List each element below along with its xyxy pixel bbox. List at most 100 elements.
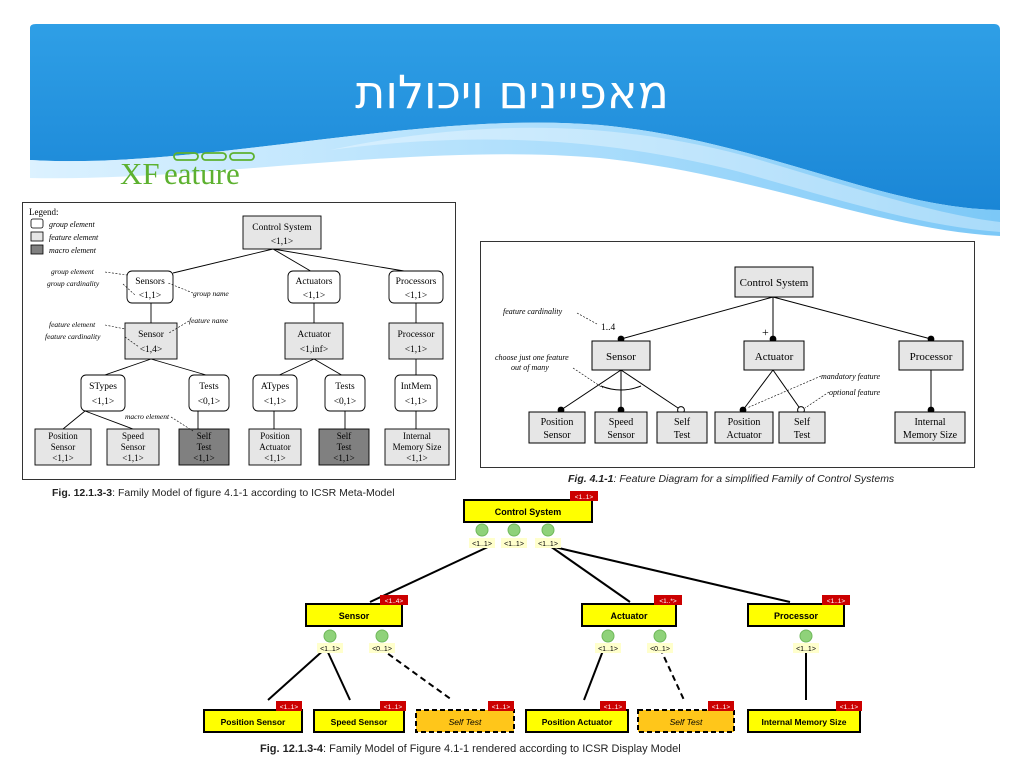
node-processors-card: <1,1> <box>405 291 428 301</box>
node-processor <box>388 322 444 360</box>
caption-bottom-text: : Family Model of Figure 4.1-1 rendered … <box>322 743 681 755</box>
dm-leaf-speed-sensor <box>313 709 405 733</box>
caption-bottom-label: Fig. 12.1.3-4 <box>260 743 323 755</box>
node-processor-card: <1,1> <box>405 345 428 355</box>
slide-title: מאפיינים ויכולות <box>355 65 669 119</box>
meta-model-diagram: Legend: group element feature element ma… <box>29 207 450 466</box>
fd-card-value: 1..4 <box>601 323 616 333</box>
dm-leaf-internal-memory-card: <1..1> <box>840 704 859 711</box>
dm-node-processor-card: <1..1> <box>827 598 846 605</box>
node-stypes <box>80 374 126 412</box>
dm-card-tag <box>380 595 408 605</box>
dm-group-sensor-2: <0..1> <box>372 646 392 653</box>
fd-leaf-speed-sensor <box>594 411 648 444</box>
dm-leaf-self-test-2 <box>637 709 735 733</box>
dm-group-cs-3: <1..1> <box>538 541 558 548</box>
leaf-self-test-1-card: <1,1> <box>193 453 214 463</box>
leaf-position-sensor-l1: Position <box>48 431 78 441</box>
dm-group-processor-1: <1..1> <box>796 646 816 653</box>
leaf-speed-sensor-l1: Speed <box>122 431 144 441</box>
leaf-speed-sensor-l2: Sensor <box>121 442 146 452</box>
fd-leaf-position-actuator-l1: Position <box>728 417 761 428</box>
node-atypes <box>252 374 298 412</box>
annot-group-name: group name <box>193 289 229 298</box>
caption-left: Fig. 12.1.3-3: Family Model of figure 4.… <box>52 487 395 499</box>
node-sensors-card: <1,1> <box>139 291 162 301</box>
dm-leaf-speed-sensor-label: Speed Sensor <box>331 717 388 727</box>
leaf-self-test-2-l1: Self <box>337 431 352 441</box>
node-sensor-label: Sensor <box>138 330 165 340</box>
node-processors-label: Processors <box>396 277 437 287</box>
leaf-internal-memory-card: <1,1> <box>406 453 427 463</box>
node-intmem-label: IntMem <box>401 382 432 392</box>
node-processors <box>388 270 444 304</box>
node-intmem <box>394 374 438 412</box>
dm-card-tag <box>836 701 862 711</box>
node-processor-label: Processor <box>398 330 436 340</box>
leaf-self-test-2-card: <1,1> <box>333 453 354 463</box>
fd-node-actuator-label: Actuator <box>755 351 794 363</box>
node-actuators <box>287 270 341 304</box>
leaf-position-actuator <box>248 428 302 466</box>
fd-leaf-self-test-2-l2: Test <box>794 430 811 441</box>
annot-feature-name: feature name <box>189 316 229 325</box>
node-sensors-label: Sensors <box>135 277 165 287</box>
dm-leaf-speed-sensor-card: <1..1> <box>384 704 403 711</box>
node-control-system <box>242 215 322 250</box>
fd-node-processor-label: Processor <box>910 351 953 363</box>
dm-card-tag <box>600 701 626 711</box>
fd-leaf-position-actuator-l2: Actuator <box>727 430 763 441</box>
dm-card-tag <box>380 701 406 711</box>
node-atypes-card: <1,1> <box>264 397 287 407</box>
leaf-self-test-1-l2: Test <box>197 442 212 452</box>
fd-node-control-system-label: Control System <box>740 277 809 289</box>
node-actuator <box>284 322 344 360</box>
node-tests-1-card: <0,1> <box>198 397 221 407</box>
annot-feature-cardinality: feature cardinality <box>45 332 101 341</box>
annot-macro-element: macro element <box>125 412 170 421</box>
caption-right: Fig. 4.1-1: Feature Diagram for a simpli… <box>568 473 894 485</box>
dm-node-sensor-card: <1..4> <box>385 598 404 605</box>
fd-leaf-position-sensor-l2: Sensor <box>543 430 571 441</box>
fd-annot-choose-1: choose just one feature <box>495 353 569 362</box>
header-banner <box>30 24 1000 236</box>
leaf-position-actuator-card: <1,1> <box>264 453 285 463</box>
fd-leaf-position-sensor <box>528 411 586 444</box>
fd-node-sensor-label: Sensor <box>606 351 636 363</box>
dm-leaf-position-actuator-label: Position Actuator <box>542 717 613 727</box>
node-tests-2 <box>324 374 366 412</box>
node-sensors <box>126 270 174 304</box>
leaf-self-test-2 <box>318 428 370 466</box>
fd-leaf-speed-sensor-l1: Speed <box>609 417 633 428</box>
fd-plus-sign: + <box>762 325 769 339</box>
dm-leaf-position-sensor <box>203 709 303 733</box>
leaf-self-test-1 <box>178 428 230 466</box>
fd-node-processor <box>898 340 964 371</box>
leaf-position-sensor-l2: Sensor <box>51 442 76 452</box>
feature-diagram: Control System Sensor Actuator Processor… <box>495 266 966 444</box>
caption-left-text: : Family Model of figure 4.1-1 according… <box>112 487 395 499</box>
dm-node-actuator-label: Actuator <box>610 611 647 621</box>
fd-leaf-self-test-2 <box>778 411 826 444</box>
fd-leaf-internal-memory-l2: Memory Size <box>903 430 958 441</box>
caption-bottom: Fig. 12.1.3-4: Family Model of Figure 4.… <box>260 743 681 755</box>
leaf-position-sensor-card: <1,1> <box>52 453 73 463</box>
leaf-position-actuator-l2: Actuator <box>259 442 291 452</box>
dm-node-sensor <box>305 603 403 627</box>
figure-display-model: Control System <1..1> <1..1> <1..1> <1..… <box>203 491 862 733</box>
dm-leaf-self-test-2-card: <1..1> <box>712 704 731 711</box>
leaf-position-sensor <box>34 428 92 466</box>
node-stypes-label: STypes <box>89 382 117 392</box>
dm-node-sensor-label: Sensor <box>339 611 370 621</box>
caption-right-label: Fig. 4.1-1 <box>568 473 614 485</box>
dm-node-actuator-card: <1..*> <box>659 598 677 605</box>
dm-group-cs-1: <1..1> <box>472 541 492 548</box>
fd-leaf-internal-memory-l1: Internal <box>914 417 945 428</box>
node-control-system-label: Control System <box>252 223 312 233</box>
node-control-system-card: <1,1> <box>271 237 294 247</box>
svg-text:XF: XF <box>120 156 160 188</box>
leaf-self-test-2-l2: Test <box>337 442 352 452</box>
dm-leaf-self-test-1-card: <1..1> <box>492 704 511 711</box>
node-actuator-card: <1,inf> <box>300 344 328 355</box>
node-tests-2-label: Tests <box>335 382 355 392</box>
